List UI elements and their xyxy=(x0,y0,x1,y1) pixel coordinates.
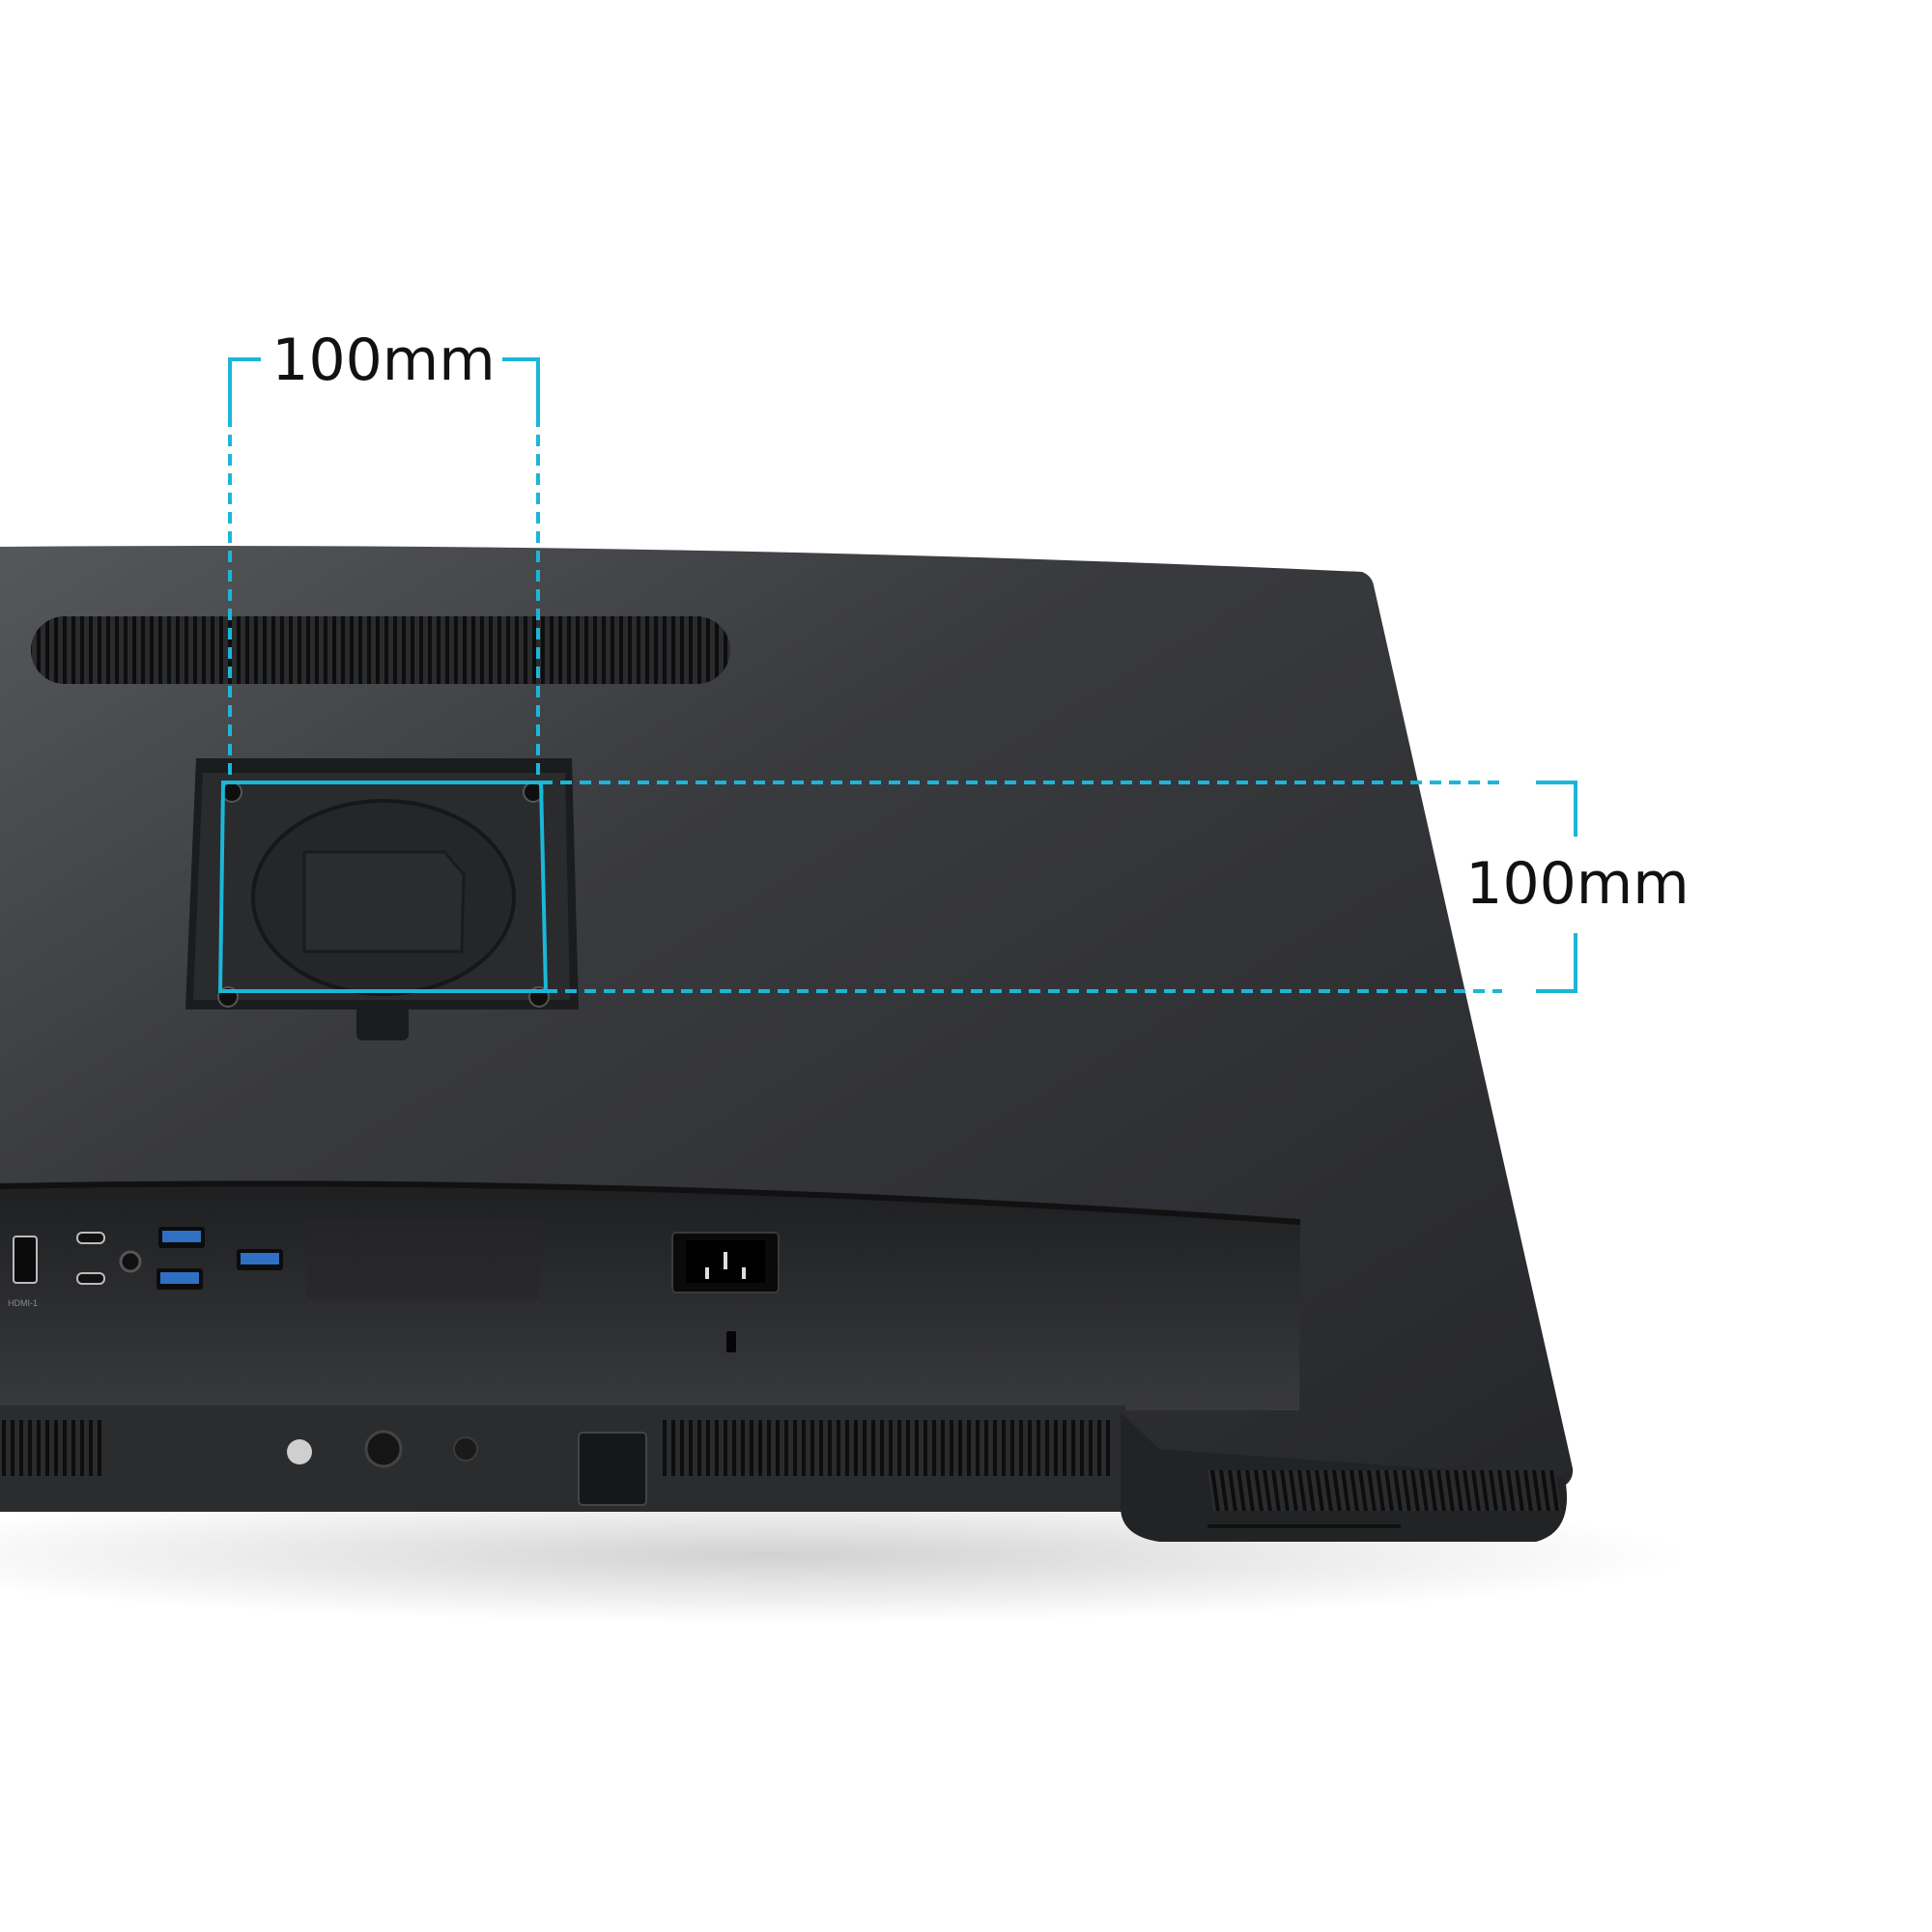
usb-c-port-icon[interactable] xyxy=(76,1232,105,1244)
power-socket-icon[interactable] xyxy=(671,1232,780,1293)
menu-button-icon[interactable] xyxy=(453,1436,478,1462)
cable-clip xyxy=(578,1432,647,1506)
joystick-button-icon[interactable] xyxy=(364,1430,403,1468)
port-panel: HDMI-1 xyxy=(8,1219,780,1352)
top-vent xyxy=(31,616,730,684)
hdmi-port-icon[interactable] xyxy=(13,1236,38,1284)
usb-a-port-icon[interactable] xyxy=(237,1249,283,1270)
dimension-lines xyxy=(217,357,1577,993)
vertical-dimension-label: 100mm xyxy=(1465,850,1689,918)
usb-c-port-icon[interactable] xyxy=(76,1272,105,1285)
cable-cover-area xyxy=(307,1219,539,1298)
bottom-vent-left xyxy=(0,1420,105,1476)
horizontal-dimension-label: 100mm xyxy=(271,327,495,394)
lower-housing xyxy=(0,1183,1300,1410)
audio-jack-icon[interactable] xyxy=(119,1250,142,1273)
usb-a-port-icon[interactable] xyxy=(158,1227,205,1248)
hdmi-label: HDMI-1 xyxy=(8,1298,38,1308)
bottom-vent-right xyxy=(663,1420,1115,1476)
power-button-icon[interactable] xyxy=(287,1439,312,1464)
kensington-lock-icon[interactable] xyxy=(726,1331,736,1352)
stand-latch xyxy=(356,1006,409,1040)
usb-a-port-icon[interactable] xyxy=(156,1268,203,1290)
